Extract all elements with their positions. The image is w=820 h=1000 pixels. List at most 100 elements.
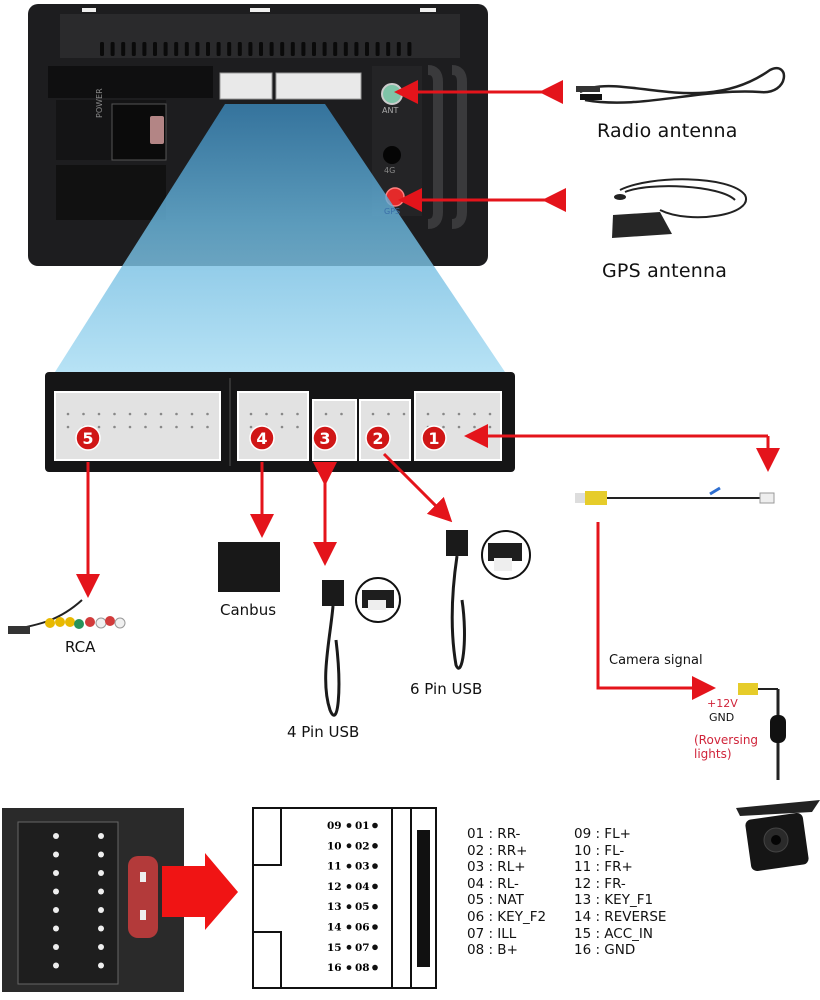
pinout-row: 05 : NAT: [467, 892, 524, 909]
vent-slot: [407, 42, 412, 56]
connector-badge-number: 2: [372, 429, 383, 448]
vent-slot: [259, 42, 263, 56]
photo-pin: [53, 851, 59, 858]
connector-badge-3: 3: [312, 425, 338, 451]
pinout-row: 02 : RR+: [467, 842, 528, 859]
schematic-pin-dot: [346, 823, 352, 828]
schematic-pin-dot: [346, 965, 352, 970]
photo-pin: [98, 907, 104, 913]
pin-dot: [97, 425, 101, 429]
4g-port: [383, 146, 401, 164]
gps-antenna-label: GPS antenna: [602, 260, 728, 282]
schematic-pin-dot: [372, 883, 378, 890]
schematic-pin-label: 10: [327, 840, 342, 852]
pin-dot: [175, 425, 178, 429]
usb-4pin-image: [322, 577, 401, 717]
vent-slot: [206, 42, 210, 56]
pin-dot: [206, 412, 209, 416]
vent-slot: [343, 42, 348, 56]
pin-dot: [296, 425, 299, 429]
reversing-lights-line1: (Roversing: [694, 733, 759, 747]
vent-slot: [216, 42, 221, 56]
pinout-row: 09 : FL+: [574, 826, 631, 842]
connector-badge-number: 3: [319, 429, 330, 448]
schematic-pin-dot: [372, 944, 378, 951]
photo-pin: [98, 851, 104, 858]
pinout-row: 06 : KEY_F2: [467, 908, 547, 925]
photo-pin: [98, 833, 104, 839]
pin-dot: [82, 412, 85, 416]
vent-slot: [153, 42, 157, 56]
pinout-row: 08 : B+: [467, 942, 518, 959]
pin-dot: [324, 412, 328, 416]
schematic-pin-label: 02: [355, 840, 370, 852]
schematic-pin-label: 03: [355, 861, 370, 873]
photo-pin: [98, 870, 104, 876]
rca-cable-image: [8, 599, 126, 634]
pin-dot: [144, 412, 147, 416]
zoom-projection-beam: [55, 104, 505, 372]
pin-dot: [66, 425, 70, 429]
pinout-row: 04 : RL-: [467, 875, 519, 892]
pin-dot: [128, 412, 132, 416]
vent-slot: [375, 42, 380, 56]
reversing-camera-image: [736, 683, 820, 872]
usb-6pin-label: 6 Pin USB: [410, 680, 483, 698]
pinout-row: 10 : FL-: [574, 842, 625, 859]
connector-5: [54, 391, 221, 461]
pin-dot: [128, 425, 132, 429]
camera-cable-image: [575, 486, 775, 505]
photo-pin: [53, 833, 59, 839]
photo-pin: [53, 907, 59, 913]
vent-slot: [121, 42, 126, 56]
photo-pin: [53, 944, 59, 950]
photo-pin: [98, 888, 104, 895]
connector-badge-number: 5: [82, 429, 93, 448]
pin-dot: [402, 412, 406, 416]
schematic-pin-dot: [372, 863, 378, 869]
pin-dot: [175, 412, 178, 416]
schematic-pin-label: 15: [327, 942, 342, 954]
schematic-pin-label: 16: [327, 962, 342, 974]
radio-antenna-label: Radio antenna: [597, 120, 738, 142]
antenna-port: [381, 83, 403, 105]
pin-dot: [113, 412, 116, 416]
photo-pin: [53, 925, 59, 932]
schematic-pin-label: 11: [327, 861, 342, 873]
plus12v-label: +12V: [707, 697, 738, 710]
pinout-row: 15 : ACC_IN: [574, 925, 653, 942]
vent-slot: [386, 42, 391, 56]
vent-slot: [248, 42, 253, 56]
schematic-pin-dot: [346, 843, 352, 849]
photo-pin: [98, 944, 104, 950]
schematic-pin-label: 05: [355, 901, 370, 913]
vent-slot: [142, 42, 147, 56]
pin-dot: [190, 425, 194, 429]
pinout-row: 14 : REVERSE: [574, 908, 667, 925]
power-port-label: POWER: [95, 88, 104, 118]
connector-badge-2: 2: [365, 425, 391, 451]
schematic-pin-dot: [372, 964, 378, 971]
pin-dot: [66, 412, 70, 416]
reversing-lights-label: (Roversing lights): [694, 733, 758, 761]
pin-dot: [159, 412, 163, 416]
schematic-pin-dot: [346, 924, 352, 930]
connector-badge-4: 4: [249, 425, 275, 451]
photo-pin: [53, 870, 59, 876]
pin-dot: [442, 425, 445, 429]
port-connector-small: [219, 72, 273, 100]
vent-slot: [269, 42, 274, 56]
vent-slot: [227, 42, 232, 56]
connector-4: [237, 391, 309, 461]
pin-dot: [249, 412, 253, 416]
schematic-pin-label: 01: [355, 820, 370, 832]
pin-dot: [426, 412, 430, 416]
photo-pin: [53, 962, 59, 969]
pinout-row: 03 : RL+: [467, 859, 526, 876]
pin-dot: [206, 425, 209, 429]
pinout-right-column: 09 : FL+10 : FL-11 : FR+12 : FR-13 : KEY…: [574, 826, 666, 959]
vent-slot: [301, 42, 306, 56]
pin-dot: [473, 412, 476, 416]
pin-dot: [113, 425, 116, 429]
